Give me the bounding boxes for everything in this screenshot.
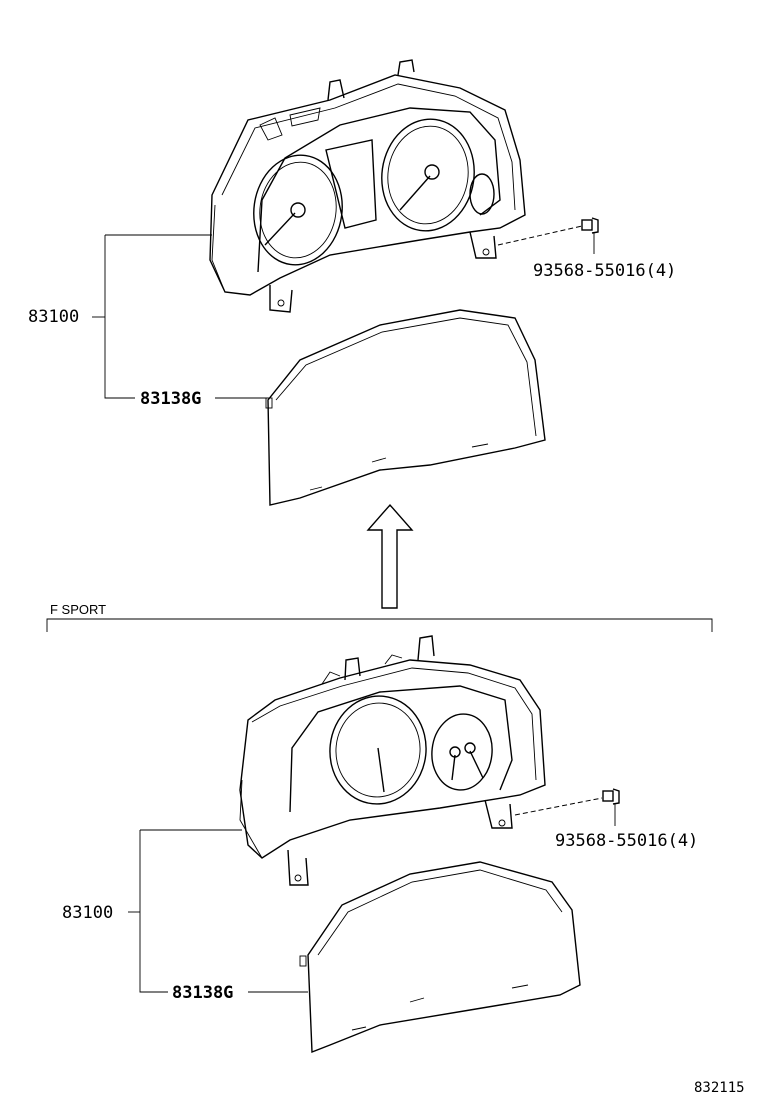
upper-assembly-label: 83100 xyxy=(28,307,79,327)
upper-screw xyxy=(497,217,599,254)
up-arrow xyxy=(366,503,414,609)
lower-cover-glass xyxy=(299,861,581,1054)
lower-screw xyxy=(514,788,620,826)
upper-leader-lines xyxy=(92,234,268,399)
lower-assembly-label: 83100 xyxy=(62,903,113,923)
lower-screw-label: 93568-55016(4) xyxy=(555,831,698,851)
fsport-section-bracket xyxy=(46,618,713,632)
lower-lens-label: 83138G xyxy=(172,983,233,1003)
upper-screw-label: 93568-55016(4) xyxy=(533,261,676,281)
lower-meter-assembly xyxy=(239,635,546,886)
fsport-section-label: F SPORT xyxy=(50,602,106,617)
upper-cover-glass xyxy=(265,309,546,506)
upper-lens-label: 83138G xyxy=(140,389,201,409)
diagram-reference-number: 832115 xyxy=(694,1080,745,1096)
lower-leader-lines xyxy=(128,829,308,993)
upper-meter-assembly xyxy=(209,59,526,313)
